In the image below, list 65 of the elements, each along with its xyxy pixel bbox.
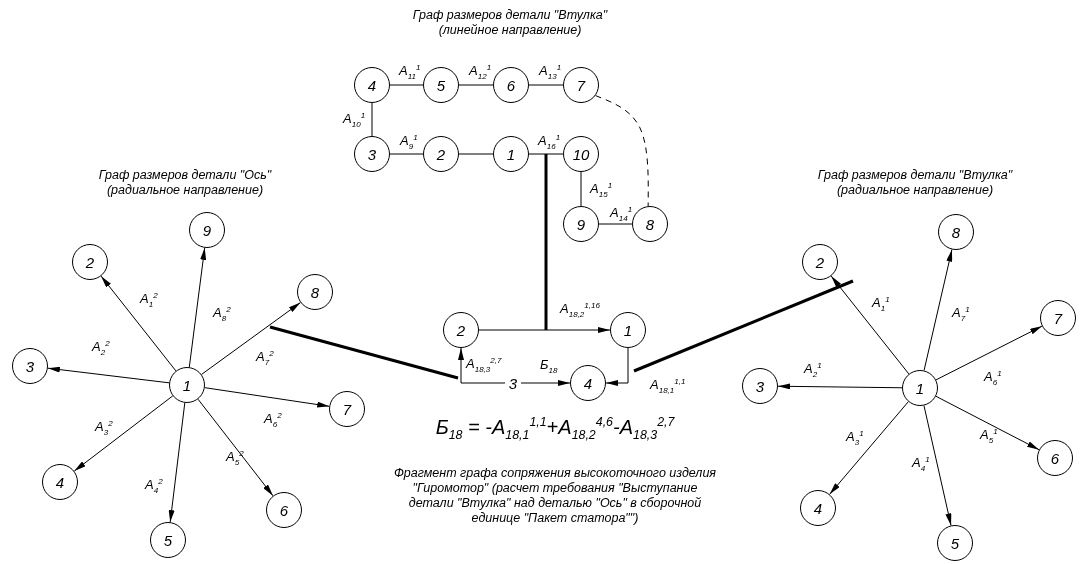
arrow: [201, 302, 301, 375]
arrow: [605, 347, 629, 386]
numbered-circle: 2: [802, 244, 838, 280]
numbered-circle: 8: [297, 274, 333, 310]
arrow: [935, 395, 1040, 451]
numbered-circle: 6: [1037, 440, 1073, 476]
numbered-circle: 1: [610, 312, 646, 348]
node-label: 3: [505, 373, 521, 393]
arrow: [935, 325, 1043, 381]
numbered-circle: 7: [1040, 300, 1076, 336]
arrow: [168, 402, 186, 523]
numbered-circle: 3: [742, 368, 778, 404]
arrow: [777, 383, 903, 390]
numbered-circle: 4: [570, 365, 606, 401]
numbered-circle: 9: [189, 212, 225, 248]
connector-line: [389, 153, 424, 155]
connector-line: [598, 223, 633, 225]
arrow: [478, 327, 611, 333]
arrow: [458, 347, 506, 384]
numbered-circle: 1: [493, 136, 529, 172]
numbered-circle: 8: [938, 214, 974, 250]
numbered-circle: 4: [42, 464, 78, 500]
connector-line: [371, 102, 373, 137]
numbered-circle: 4: [354, 67, 390, 103]
arrow: [830, 275, 910, 375]
arrow: [829, 401, 909, 495]
numbered-circle: 9: [563, 206, 599, 242]
numbered-circle: 1: [902, 370, 938, 406]
graph-title: Граф размеров детали "Втулка" (радиальное направление): [816, 168, 1014, 198]
arrow: [197, 398, 274, 497]
numbered-circle: 4: [800, 490, 836, 526]
connector-line: [458, 84, 494, 86]
edge-label: Б$_{18}$: [540, 358, 558, 375]
numbered-circle: 8: [632, 206, 668, 242]
connector-line: [528, 153, 564, 155]
connector-line: [580, 171, 582, 207]
numbered-circle: 10: [563, 136, 599, 172]
connector-line: [458, 153, 494, 155]
numbered-circle: 5: [423, 67, 459, 103]
connector-line: [595, 95, 649, 207]
graph-title: Граф размеров детали "Втулка" (линейное направление): [411, 8, 609, 38]
graph-title: Граф размеров детали "Ось" (радиальное направление): [97, 168, 273, 198]
numbered-circle: 2: [423, 136, 459, 172]
arrow: [73, 395, 174, 472]
numbered-circle: 3: [12, 348, 48, 384]
arrow: [923, 249, 953, 371]
connector-line: [528, 84, 564, 86]
numbered-circle: 5: [150, 522, 186, 558]
arrow: [923, 405, 952, 526]
numbered-circle: 7: [329, 391, 365, 427]
numbered-circle: 2: [443, 312, 479, 348]
connector-line: [389, 84, 424, 86]
numbered-circle: 6: [266, 492, 302, 528]
numbered-circle: 1: [169, 367, 205, 403]
numbered-circle: 6: [493, 67, 529, 103]
numbered-circle: 7: [563, 67, 599, 103]
numbered-circle: 3: [354, 136, 390, 172]
numbered-circle: 5: [937, 525, 973, 561]
caption: Фрагмент графа сопряжения высокоточного изделия "Гиромотор" (расчет требования "Выступание детали "Втулка" над деталью "Ось" в сборочной единице "Пакет статора""): [392, 466, 718, 526]
arrow: [47, 366, 170, 384]
arrow: [204, 387, 330, 408]
arrow: [188, 247, 207, 368]
arrow: [520, 380, 571, 386]
arrow: [100, 275, 177, 372]
numbered-circle: 2: [72, 244, 108, 280]
